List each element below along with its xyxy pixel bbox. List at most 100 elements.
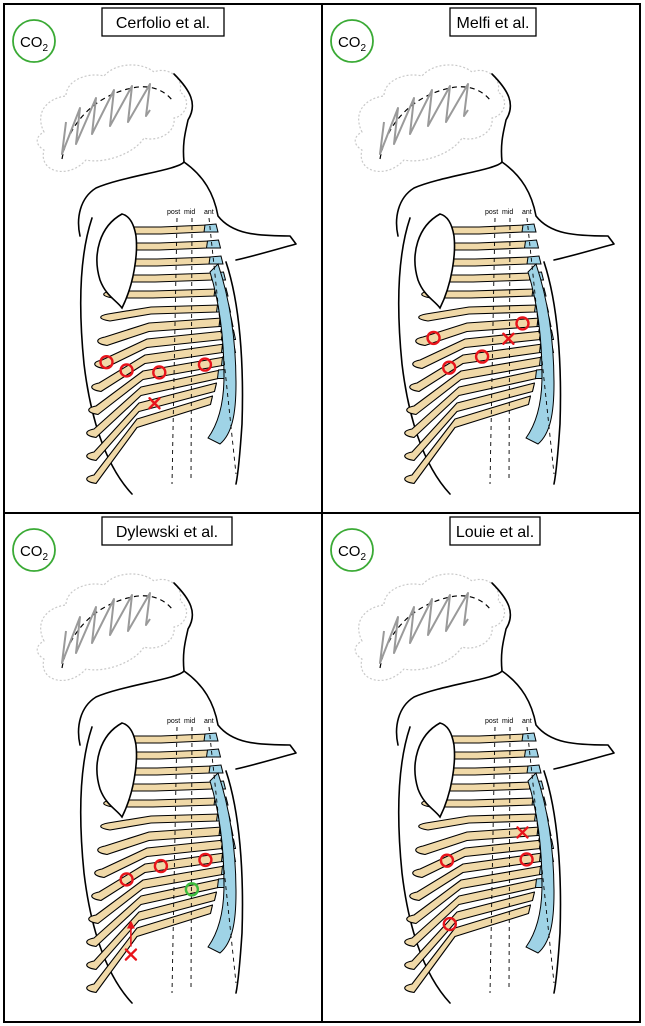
axis-label: post (485, 209, 498, 216)
co2-ring (12, 528, 56, 572)
arm-outline (501, 161, 615, 261)
port-markers (119, 852, 213, 961)
title-box (101, 7, 225, 37)
co2-label: CO2 (20, 543, 49, 563)
collapsed-lung (379, 83, 469, 155)
costal-cartilage (205, 239, 222, 249)
port-markers (99, 354, 213, 410)
co2-subscript: 2 (360, 43, 366, 54)
lung-border (379, 86, 491, 160)
panel-title: Melfi et al. (457, 15, 530, 32)
arrow-head (126, 920, 135, 929)
lung-cloud (36, 64, 188, 172)
panel-title: Dylewski et al. (116, 524, 218, 541)
mid-axillary-line (508, 726, 511, 990)
front-outline (225, 261, 244, 485)
anterior-axillary-line (208, 217, 237, 475)
port-cross (516, 826, 529, 839)
costal-cartilage (203, 223, 219, 233)
co2-ring (330, 528, 374, 572)
lung-border (379, 595, 491, 669)
panel-title: Louie et al. (456, 524, 534, 541)
rib (418, 813, 539, 831)
scapula (414, 213, 456, 310)
costal-cartilage (523, 239, 540, 249)
co2-label: CO2 (20, 34, 49, 54)
collapsed-lung (61, 83, 151, 155)
port-circle (198, 852, 213, 868)
co2-badge: CO2 (12, 528, 56, 572)
anterior-axillary-line (526, 726, 555, 984)
collapsed-lung (61, 592, 151, 664)
panel-frame (321, 512, 641, 1023)
anterior-axillary-line (526, 217, 555, 475)
title-box (101, 516, 233, 546)
port-markers (439, 826, 534, 932)
title-box (449, 7, 537, 37)
costal-cartilage (203, 732, 219, 742)
co2-subscript: 2 (42, 552, 48, 563)
port-circle (426, 330, 441, 346)
port-circle (119, 363, 134, 378)
axis-label: ant (204, 718, 214, 725)
port-cross (502, 332, 515, 345)
port-circle (519, 852, 534, 867)
co2-badge: CO2 (330, 528, 374, 572)
port-circle (442, 916, 458, 932)
sternal-cartilage (207, 263, 237, 445)
rib (86, 395, 214, 485)
rib (86, 904, 214, 994)
rib (100, 304, 221, 322)
front-outline (225, 770, 244, 994)
port-circle (441, 360, 457, 375)
arm-outline (183, 161, 297, 261)
axis-label: mid (502, 209, 513, 216)
costal-cartilage (526, 764, 542, 774)
co2-ring (12, 19, 56, 63)
port-circle (197, 357, 213, 372)
lung-cloud (36, 573, 188, 681)
scapula (96, 722, 138, 819)
port-circle (515, 316, 530, 331)
front-outline (543, 770, 562, 994)
co2-badge: CO2 (330, 19, 374, 63)
rib (404, 904, 532, 994)
collapsed-lung (379, 592, 469, 664)
mid-axillary-line (190, 217, 193, 481)
co2-subscript: 2 (42, 43, 48, 54)
port-markers (426, 316, 530, 375)
axis-label: post (167, 209, 180, 216)
axis-label: post (485, 718, 498, 725)
title-box (449, 516, 541, 546)
port-circle (119, 872, 134, 887)
sternal-cartilage (525, 263, 555, 445)
sternal-cartilage (525, 772, 555, 954)
mid-axillary-line (508, 217, 511, 481)
rib (404, 395, 532, 485)
axis-label: mid (184, 718, 195, 725)
port-circle (152, 365, 167, 380)
axis-label: mid (184, 209, 195, 216)
mid-axillary-line (190, 726, 193, 990)
axis-label: post (167, 718, 180, 725)
scapula (96, 213, 138, 310)
port-circle (474, 349, 490, 364)
port-circle (439, 853, 455, 868)
co2-label: CO2 (338, 34, 367, 54)
axis-label: ant (522, 718, 532, 725)
lung-border (61, 595, 173, 669)
co2-label: CO2 (338, 543, 367, 563)
front-outline (543, 261, 562, 485)
anterior-axillary-line (208, 726, 237, 984)
axis-label: ant (204, 209, 214, 216)
port-circle-green (184, 882, 200, 897)
rib (100, 813, 221, 831)
port-circle (99, 354, 114, 370)
arm-outline (501, 670, 615, 770)
sternal-cartilage (207, 772, 237, 954)
